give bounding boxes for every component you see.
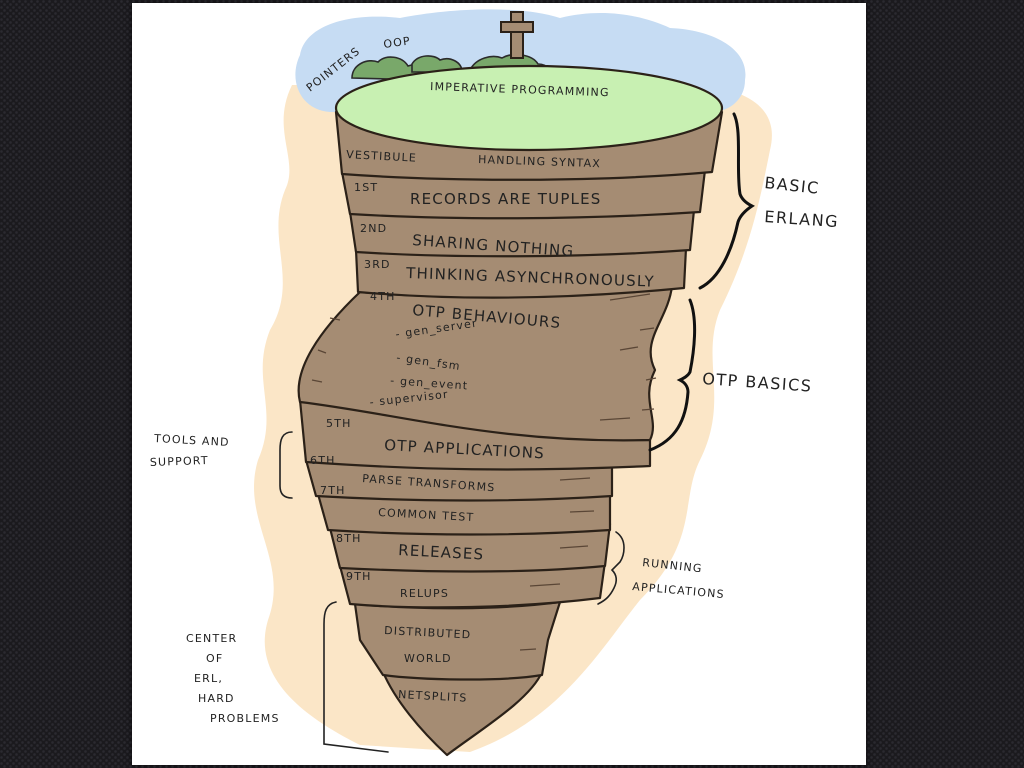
running-apps-line-2: APPLICATIONS [632, 580, 726, 601]
imperative-surface [334, 64, 724, 152]
circle-4-item-3: - gen_event [390, 374, 469, 392]
circle-8-num: 8TH [336, 532, 362, 545]
circle-1-num: 1ST [354, 181, 378, 194]
center-line-4: HARD [198, 692, 235, 705]
cross-icon [500, 11, 534, 59]
vestibule-label: VESTIBULE [346, 148, 417, 165]
vestibule-text: HANDLING SYNTAX [478, 153, 601, 170]
basic-erlang-line-1: BASIC [764, 173, 821, 198]
otp-basics-brace [648, 298, 697, 452]
circle-2-num: 2ND [360, 222, 387, 235]
tools-support-line-2: SUPPORT [150, 454, 209, 469]
basic-erlang-line-2: ERLANG [764, 207, 840, 231]
circle-4-num: 4TH [370, 290, 396, 303]
circle-6-num: 6TH [310, 454, 336, 467]
oop-label: OOP [383, 34, 412, 51]
running-apps-line-1: RUNNING [642, 556, 704, 575]
circle-9-num: 9TH [346, 570, 372, 583]
netsplits-label: NETSPLITS [398, 688, 468, 705]
circle-5-num: 5TH [326, 417, 352, 430]
circle-3-num: 3RD [364, 258, 391, 271]
center-line-2: OF [206, 652, 223, 665]
circle-7-text: COMMON TEST [378, 506, 475, 524]
center-line-1: CENTER [186, 632, 237, 645]
center-line-5: PROBLEMS [210, 712, 280, 725]
distributed-line-1: DISTRIBUTED [384, 624, 472, 642]
imperative-label: IMPERATIVE PROGRAMMING [430, 80, 610, 99]
distributed-line-2: WORLD [404, 652, 452, 665]
funnel [297, 64, 724, 757]
center-line-3: ERL, [194, 672, 223, 685]
basic-erlang-brace [698, 112, 755, 290]
circle-7-num: 7TH [320, 484, 346, 497]
otp-basics-label: OTP BASICS [702, 369, 813, 396]
tools-support-line-1: TOOLS AND [153, 432, 230, 449]
circle-9-text: RELUPS [400, 587, 449, 600]
center-bracket [323, 601, 389, 753]
rock-texture [311, 293, 657, 651]
circle-8-text: RELEASES [398, 541, 485, 563]
circle-1-text: RECORDS ARE TUPLES [410, 190, 602, 208]
tools-support-bracket [279, 431, 293, 499]
running-apps-brace [597, 531, 625, 605]
